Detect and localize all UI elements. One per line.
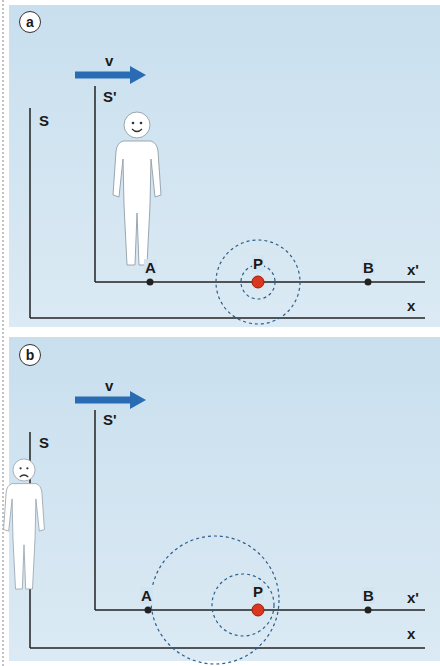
point — [365, 607, 372, 614]
wavefront — [212, 574, 274, 636]
axis-x — [30, 647, 425, 649]
axis-label: x — [406, 625, 416, 642]
point — [365, 279, 372, 286]
axis-label: x' — [406, 261, 420, 278]
axis-label: x' — [406, 589, 420, 606]
velocity-arrowhead — [130, 391, 146, 409]
panel — [9, 5, 440, 327]
panel — [9, 337, 440, 661]
dotted-edge — [3, 0, 4, 666]
velocity-arrow — [75, 397, 132, 404]
axis-x — [30, 317, 425, 319]
light-source — [252, 604, 264, 616]
point-label: B — [362, 587, 375, 604]
axis-s-prime — [94, 410, 96, 610]
point-label: P — [252, 583, 264, 600]
velocity-label: v — [104, 377, 114, 394]
panel-badge: b — [19, 344, 41, 366]
wavefront — [151, 536, 279, 664]
velocity-arrow — [75, 72, 132, 79]
light-source — [252, 276, 264, 288]
wavefront — [216, 240, 300, 324]
point — [147, 279, 154, 286]
frame-label: S — [38, 112, 50, 129]
panel-letter: b — [26, 348, 35, 362]
axis-label: x — [406, 297, 416, 314]
velocity-arrowhead — [130, 66, 146, 84]
frown — [20, 475, 29, 477]
point — [145, 607, 152, 614]
point-label: A — [144, 259, 157, 276]
point-label: B — [362, 259, 375, 276]
axis-s-prime — [94, 86, 96, 282]
frame-label: S' — [102, 88, 118, 105]
observer — [113, 112, 161, 265]
frame-label: S' — [102, 411, 118, 428]
point-label: P — [252, 255, 264, 272]
panel-badge: a — [19, 11, 41, 33]
point-label: A — [140, 587, 153, 604]
frame-label: S — [38, 434, 50, 451]
axis-s — [29, 108, 31, 318]
velocity-label: v — [104, 52, 114, 69]
panel-letter: a — [26, 15, 34, 29]
observer — [4, 459, 45, 589]
smile — [132, 129, 142, 132]
